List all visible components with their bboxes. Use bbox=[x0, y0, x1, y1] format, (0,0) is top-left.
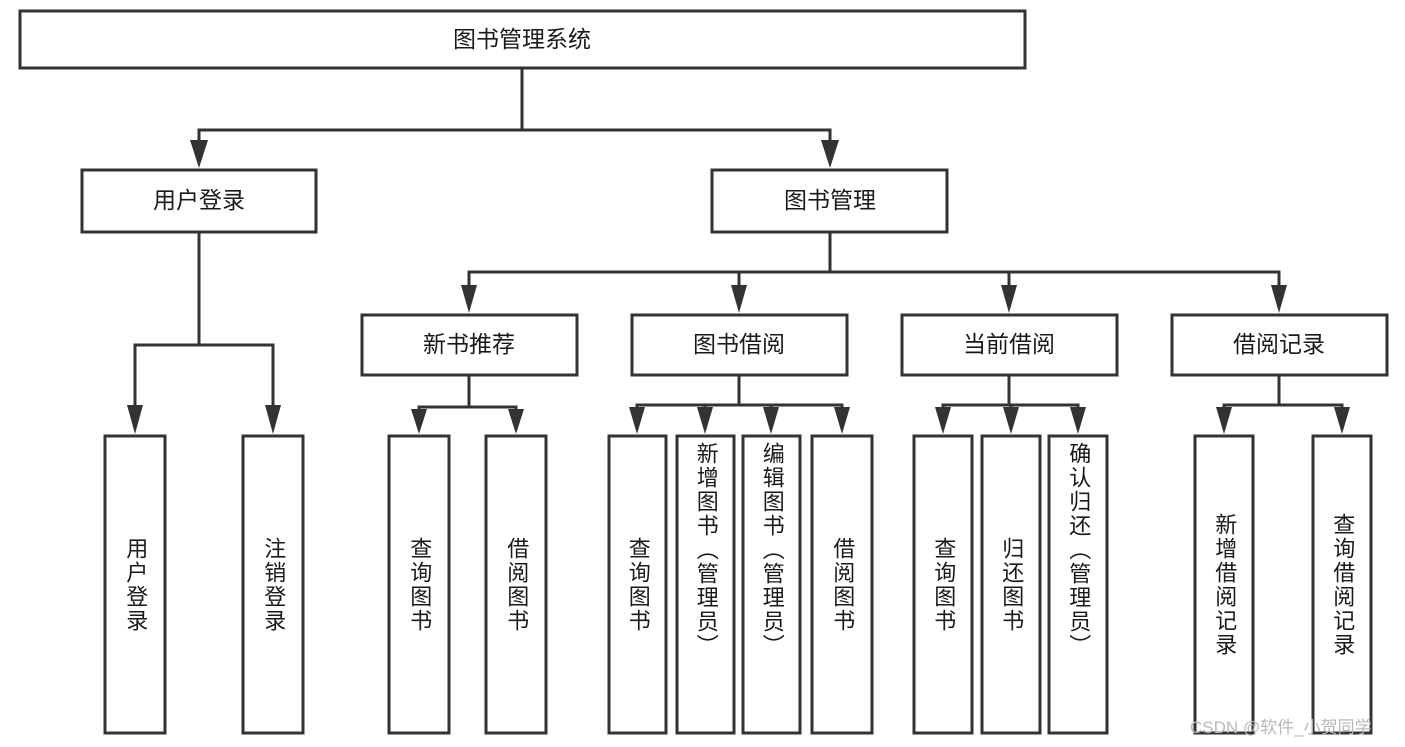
leaf-box-query-book-borrow[interactable] bbox=[607, 434, 668, 735]
arrow-head-icon bbox=[935, 407, 951, 434]
leaf-label: 编辑图书（管理员） bbox=[759, 442, 785, 658]
leaf-return-book[interactable]: 归还图书 bbox=[982, 436, 1040, 733]
arrow-head-icon bbox=[508, 409, 524, 434]
node-borrow-record-label: 借阅记录 bbox=[1233, 331, 1325, 357]
leaf-box-return-book[interactable] bbox=[980, 434, 1042, 735]
connector-borrowrecord-to-leaves bbox=[1216, 373, 1350, 434]
leaf-label: 归还图书 bbox=[999, 536, 1025, 633]
node-current-borrow[interactable]: 当前借阅 bbox=[900, 313, 1119, 377]
node-root-label: 图书管理系统 bbox=[453, 26, 591, 52]
node-user-login-box[interactable] bbox=[80, 168, 318, 234]
node-book-borrow[interactable]: 图书借阅 bbox=[630, 313, 849, 377]
arrow-head-icon bbox=[1271, 285, 1287, 313]
node-new-book-recommend[interactable]: 新书推荐 bbox=[360, 313, 579, 377]
leaf-box-query-book-recommend[interactable] bbox=[387, 434, 451, 735]
node-user-login-label: 用户登录 bbox=[153, 187, 245, 213]
node-book-management-label: 图书管理 bbox=[784, 187, 876, 213]
leaf-user-login[interactable]: 用户登录 bbox=[105, 436, 165, 733]
leaf-add-book-admin[interactable]: 新增图书（管理员） bbox=[677, 436, 734, 733]
node-user-login[interactable]: 用户登录 bbox=[80, 168, 318, 234]
leaf-box-query-borrow-record[interactable] bbox=[1311, 434, 1373, 735]
leaf-label: 借阅图书 bbox=[504, 536, 530, 633]
node-new-book-recommend-box[interactable] bbox=[360, 313, 579, 377]
leaf-borrow-book[interactable]: 借阅图书 bbox=[812, 436, 872, 733]
node-root[interactable]: 图书管理系统 bbox=[18, 9, 1027, 70]
node-current-borrow-label: 当前借阅 bbox=[963, 331, 1055, 357]
leaf-box-logout[interactable] bbox=[241, 434, 305, 735]
leaf-label: 查询图书 bbox=[625, 536, 651, 633]
node-new-book-recommend-label: 新书推荐 bbox=[423, 331, 515, 357]
leaf-query-book-recommend[interactable]: 查询图书 bbox=[389, 436, 449, 733]
leaf-label: 借阅图书 bbox=[830, 536, 856, 633]
leaf-boxes-group bbox=[103, 434, 1373, 735]
connector-userlogin-to-leaves bbox=[127, 230, 281, 434]
arrow-head-icon bbox=[1216, 407, 1232, 434]
arrow-head-icon bbox=[697, 407, 713, 434]
leaf-add-borrow-record[interactable]: 新增借阅记录 bbox=[1195, 436, 1253, 733]
connector-root-to-level2 bbox=[190, 66, 839, 168]
leaf-box-confirm-return-admin[interactable] bbox=[1047, 434, 1109, 735]
leaf-label: 查询图书 bbox=[931, 536, 957, 633]
arrow-head-icon bbox=[1001, 285, 1017, 313]
leaf-label: 查询借阅记录 bbox=[1330, 512, 1356, 657]
arrow-head-icon bbox=[1070, 407, 1086, 434]
leaf-logout[interactable]: 注销登录 bbox=[243, 436, 303, 733]
leaf-label: 用户登录 bbox=[123, 536, 149, 633]
leaf-label: 注销登录 bbox=[261, 536, 287, 633]
connector-currentborrow-to-leaves bbox=[935, 373, 1086, 434]
arrow-head-icon bbox=[1334, 407, 1350, 434]
leaf-confirm-return-admin[interactable]: 确认归还（管理员） bbox=[1049, 436, 1107, 733]
leaf-query-borrow-record[interactable]: 查询借阅记录 bbox=[1313, 436, 1371, 733]
arrow-head-icon bbox=[731, 285, 747, 313]
arrow-head-icon bbox=[461, 285, 477, 313]
leaf-edit-book-admin[interactable]: 编辑图书（管理员） bbox=[743, 436, 800, 733]
arrow-head-icon bbox=[763, 407, 779, 434]
arrow-head-icon bbox=[411, 409, 427, 434]
node-root-box[interactable] bbox=[18, 9, 1027, 70]
leaf-label: 新增借阅记录 bbox=[1212, 512, 1238, 657]
leaf-box-add-borrow-record[interactable] bbox=[1193, 434, 1255, 735]
leaf-box-borrow-book[interactable] bbox=[810, 434, 874, 735]
connector-newbook-to-leaves bbox=[411, 373, 524, 434]
leaf-label: 确认归还（管理员） bbox=[1066, 442, 1092, 658]
leaf-query-book-borrow[interactable]: 查询图书 bbox=[609, 436, 666, 733]
leaf-borrow-book-recommend[interactable]: 借阅图书 bbox=[486, 436, 546, 733]
arrow-head-icon bbox=[629, 407, 645, 434]
node-borrow-record[interactable]: 借阅记录 bbox=[1170, 313, 1389, 377]
leaf-box-borrow-book-recommend[interactable] bbox=[484, 434, 548, 735]
node-book-borrow-box[interactable] bbox=[630, 313, 849, 377]
node-book-management[interactable]: 图书管理 bbox=[710, 168, 949, 234]
arrow-head-icon bbox=[821, 140, 839, 168]
arrow-head-icon bbox=[265, 405, 281, 434]
arrow-head-icon bbox=[834, 407, 850, 434]
connector-bookmgmt-to-level3 bbox=[461, 230, 1287, 313]
leaf-box-add-book-admin[interactable] bbox=[675, 434, 736, 735]
arrow-head-icon bbox=[190, 140, 208, 168]
leaf-box-user-login[interactable] bbox=[103, 434, 167, 735]
node-borrow-record-box[interactable] bbox=[1170, 313, 1389, 377]
leaf-box-edit-book-admin[interactable] bbox=[741, 434, 802, 735]
connector-bookborrow-to-leaves bbox=[629, 373, 850, 434]
node-current-borrow-box[interactable] bbox=[900, 313, 1119, 377]
watermark: CSDN @软件_小贺同学 bbox=[1190, 718, 1372, 737]
leaf-label: 新增图书（管理员） bbox=[693, 442, 719, 658]
arrow-head-icon bbox=[1003, 407, 1019, 434]
node-book-borrow-label: 图书借阅 bbox=[693, 331, 785, 357]
leaf-query-book-current[interactable]: 查询图书 bbox=[914, 436, 972, 733]
leaf-box-query-book-current[interactable] bbox=[912, 434, 974, 735]
leaf-label: 查询图书 bbox=[407, 536, 433, 633]
node-book-management-box[interactable] bbox=[710, 168, 949, 234]
arrow-head-icon bbox=[127, 405, 143, 434]
